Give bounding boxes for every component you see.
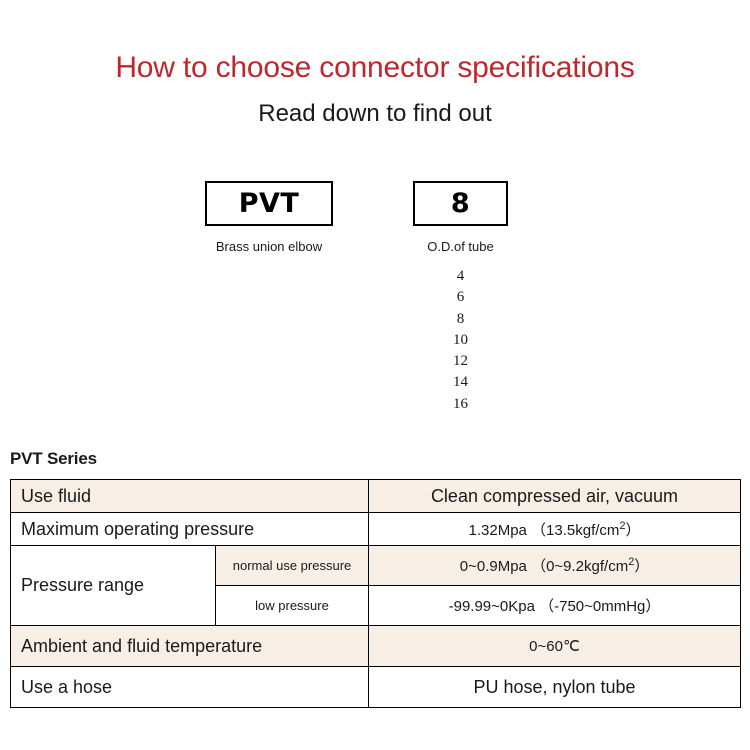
list-item[interactable]: 4 bbox=[456, 268, 465, 284]
list-item[interactable]: 6 bbox=[456, 289, 465, 306]
row-value: 0~0.9Mpa （0~9.2kgf/cm2） bbox=[368, 545, 741, 586]
row-label: Use a hose bbox=[10, 666, 369, 708]
list-item[interactable]: 16 bbox=[453, 395, 468, 412]
row-value-main: 0~0.9Mpa （0~9.2kgf/cm bbox=[459, 558, 629, 575]
list-item[interactable]: 8 bbox=[456, 310, 465, 327]
series-code-value: PVT bbox=[238, 188, 300, 219]
table-row: Use a hose PU hose, nylon tube bbox=[10, 666, 741, 708]
list-item[interactable]: 10 bbox=[453, 331, 468, 348]
row-value: 0~60℃ bbox=[368, 625, 741, 667]
spec-table: Use fluid Clean compressed air, vacuum M… bbox=[10, 479, 741, 708]
size-option-list: 4 6 8 10 12 14 16 bbox=[413, 266, 508, 415]
size-code-caption: O.D.of tube bbox=[427, 239, 494, 254]
row-value: -99.99~0Kpa （-750~0mmHg） bbox=[368, 585, 741, 626]
row-value-sup: 2 bbox=[628, 556, 635, 568]
row-label: Maximum operating pressure bbox=[10, 512, 369, 546]
size-code-value: 8 bbox=[450, 188, 471, 219]
row-label: Ambient and fluid temperature bbox=[10, 625, 369, 667]
row-label: Pressure range bbox=[10, 545, 216, 626]
row-value-sup: 2 bbox=[619, 519, 626, 532]
table-row: Ambient and fluid temperature 0~60℃ bbox=[10, 625, 741, 667]
table-row: Use fluid Clean compressed air, vacuum bbox=[10, 479, 741, 513]
row-value-main: 1.32Mpa （13.5kgf/cm bbox=[468, 521, 620, 539]
row-sublabel: normal use pressure bbox=[215, 545, 369, 586]
table-row: Maximum operating pressure 1.32Mpa （13.5… bbox=[10, 512, 741, 546]
row-label: Use fluid bbox=[10, 479, 369, 513]
row-value-tail: ） bbox=[634, 558, 650, 575]
row-value-tail: ） bbox=[625, 521, 641, 539]
row-value: Clean compressed air, vacuum bbox=[368, 479, 741, 513]
list-item[interactable]: 12 bbox=[453, 353, 468, 370]
spec-table-heading: PVT Series bbox=[10, 449, 97, 468]
row-value: 1.32Mpa （13.5kgf/cm2） bbox=[368, 512, 741, 546]
size-code-box[interactable]: 8 bbox=[413, 181, 508, 226]
row-value: PU hose, nylon tube bbox=[368, 666, 741, 708]
table-row: Pressure range normal use pressure 0~0.9… bbox=[10, 545, 741, 626]
page-subtitle: Read down to find out bbox=[258, 100, 492, 127]
series-code-box[interactable]: PVT bbox=[205, 181, 333, 226]
list-item[interactable]: 14 bbox=[453, 374, 468, 391]
page-title: How to choose connector specifications bbox=[115, 51, 635, 84]
series-code-caption: Brass union elbow bbox=[215, 239, 323, 254]
row-sublabel: low pressure bbox=[215, 585, 369, 626]
